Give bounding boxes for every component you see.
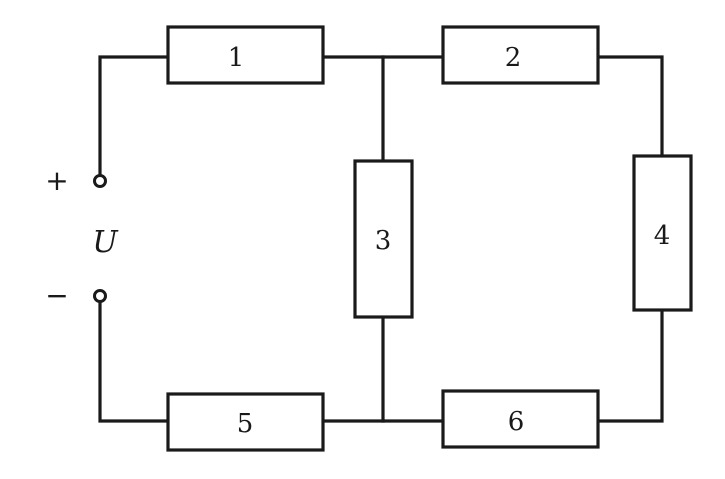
resistor-4-label: 4 [654, 221, 671, 251]
wire-minus-to-r5 [98, 299, 170, 423]
resistor-2-label: 2 [505, 43, 522, 73]
resistor-6-body [441, 389, 600, 449]
resistor-6: 6 [441, 389, 600, 449]
resistor-1: 1 [166, 25, 325, 85]
resistor-1-body [166, 25, 325, 85]
resistor-3-label: 3 [375, 226, 392, 256]
resistor-5: 5 [166, 392, 325, 452]
resistor-3-body [353, 159, 414, 319]
resistor-3: 3 [353, 159, 414, 319]
wire-r4-to-r6 [596, 308, 664, 423]
voltage-label: U [92, 225, 119, 260]
plus-terminal [93, 174, 107, 188]
resistor-5-body [166, 392, 325, 452]
resistor-1-label: 1 [228, 43, 245, 73]
resistor-5-label: 5 [237, 409, 254, 439]
plus-sign: + [45, 164, 68, 197]
wire-r2-to-r4 [596, 55, 664, 158]
minus-terminal [93, 289, 107, 303]
resistor-2-body [441, 25, 600, 85]
resistor-4-body [632, 154, 693, 312]
minus-sign: − [45, 279, 68, 312]
voltage-source: + − U [45, 164, 119, 312]
resistor-2: 2 [441, 25, 600, 85]
resistor-4: 4 [632, 154, 693, 312]
wires [98, 55, 664, 423]
wire-plus-to-r1 [98, 55, 170, 178]
resistor-6-label: 6 [508, 407, 525, 437]
